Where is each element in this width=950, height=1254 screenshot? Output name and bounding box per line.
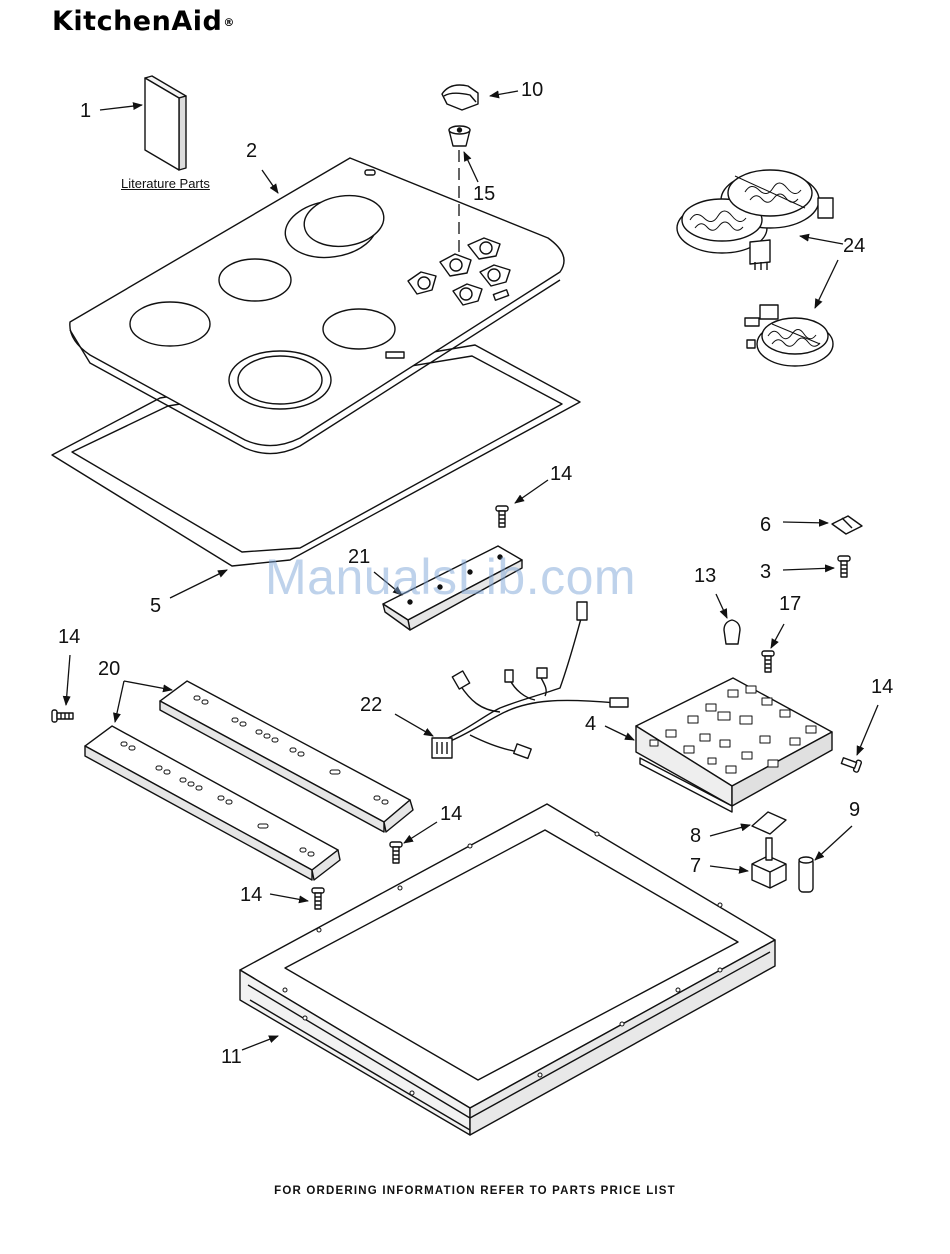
- callout-14-box: 14: [871, 677, 893, 697]
- screw-14-box: [841, 758, 861, 773]
- watermark: ManualsLib.com: [265, 548, 636, 606]
- callout-5: 5: [150, 596, 161, 616]
- screw-17: [762, 651, 774, 672]
- literature-booklet: [145, 76, 186, 170]
- control-knob: [442, 85, 478, 110]
- clip-bracket: [832, 516, 862, 534]
- callout-14-left: 14: [58, 627, 80, 647]
- callout-17: 17: [779, 594, 801, 614]
- ordering-footer-note: FOR ORDERING INFORMATION REFER TO PARTS …: [0, 1185, 950, 1197]
- callout-11: 11: [221, 1047, 242, 1067]
- callout-21: 21: [348, 547, 370, 567]
- single-radiant-element: [745, 305, 833, 366]
- callout-13: 13: [694, 566, 716, 586]
- registered-mark: ®: [223, 16, 235, 29]
- callout-1: 1: [80, 101, 91, 121]
- callout-22: 22: [360, 695, 382, 715]
- screw-3: [838, 556, 850, 577]
- dual-radiant-element: [677, 170, 833, 270]
- callout-10: 10: [521, 80, 543, 100]
- callout-20: 20: [98, 659, 120, 679]
- screw-14-bracket: [496, 506, 508, 527]
- control-box: [636, 678, 832, 812]
- callout-14-tray: 14: [440, 804, 462, 824]
- wire-harness: [432, 602, 628, 758]
- screw-14-tray-left: [312, 888, 324, 909]
- callout-24: 24: [843, 236, 865, 256]
- callout-7: 7: [690, 856, 701, 876]
- callout-4: 4: [585, 714, 596, 734]
- callout-2: 2: [246, 141, 257, 161]
- callout-14-bracket: 14: [550, 464, 572, 484]
- grommet: [724, 620, 740, 644]
- knob-bushing: [449, 126, 470, 146]
- callout-6: 6: [760, 515, 771, 535]
- brand-logo: KitchenAid®: [52, 6, 235, 37]
- brand-name: KitchenAid: [52, 6, 222, 37]
- callout-14-tray-left: 14: [240, 885, 262, 905]
- relay-block: [752, 838, 786, 888]
- callout-8: 8: [690, 826, 701, 846]
- callout-9: 9: [849, 800, 860, 820]
- screw-14-tray: [390, 842, 402, 863]
- relay-plate: [752, 812, 786, 834]
- fuse: [799, 857, 813, 892]
- literature-parts-label: Literature Parts: [121, 176, 210, 191]
- callout-15: 15: [473, 184, 495, 204]
- screw-14-left: [52, 710, 73, 722]
- callout-3: 3: [760, 562, 771, 582]
